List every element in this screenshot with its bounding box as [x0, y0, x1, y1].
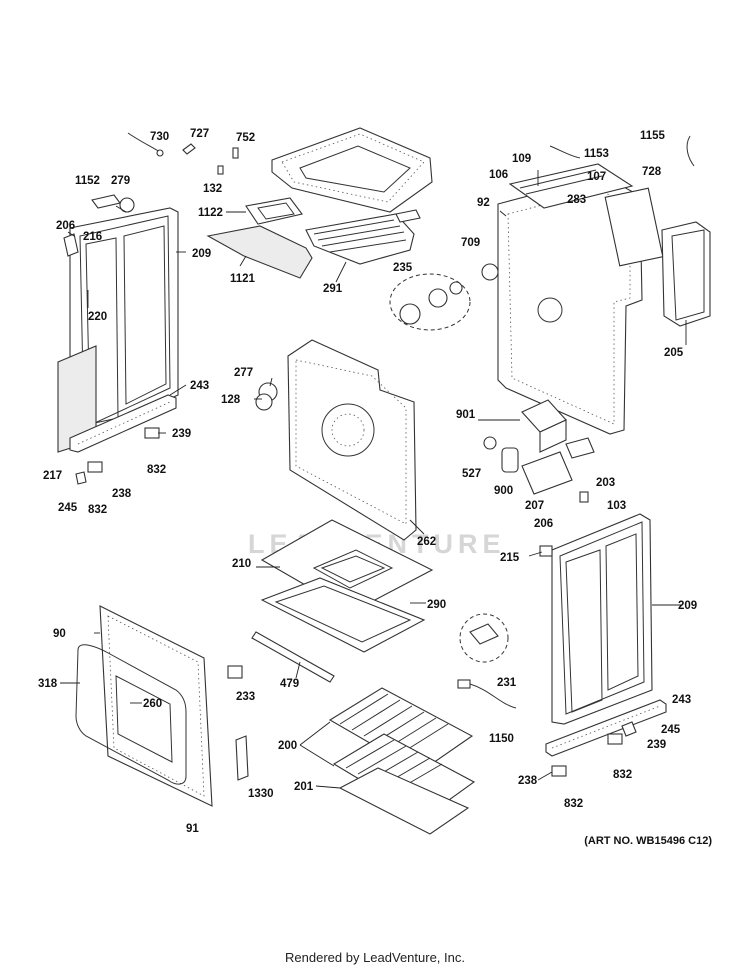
label-245-left: 245 [58, 502, 78, 514]
label-1122: 1122 [198, 207, 223, 219]
part-labels: 730 727 752 132 1152 279 206 216 209 220… [38, 128, 697, 835]
label-728: 728 [642, 166, 662, 178]
oven-door [75, 605, 249, 807]
label-727: 727 [190, 128, 209, 140]
label-1153: 1153 [584, 148, 609, 160]
label-239-right: 239 [647, 739, 666, 751]
left-bottom-rail [69, 394, 177, 485]
label-243-left: 243 [190, 380, 209, 392]
label-205: 205 [664, 347, 684, 359]
label-832-d: 832 [564, 798, 583, 810]
label-103: 103 [607, 500, 626, 512]
rear-panels [481, 135, 711, 435]
footer-credit: Rendered by LeadVenture, Inc. [285, 950, 465, 965]
label-206-left: 206 [56, 220, 75, 232]
label-238-right: 238 [518, 775, 538, 787]
label-243-right: 243 [672, 694, 691, 706]
control-parts [483, 399, 595, 503]
label-730: 730 [150, 131, 169, 143]
left-side-panel [57, 194, 179, 453]
label-200: 200 [278, 740, 297, 752]
leader-lines [60, 170, 687, 789]
light-assembly [389, 273, 471, 331]
small-parts-top [127, 132, 239, 175]
label-132: 132 [203, 183, 222, 195]
label-210: 210 [232, 558, 251, 570]
label-206-right: 206 [534, 518, 553, 530]
label-1155: 1155 [640, 130, 666, 142]
label-1152: 1152 [75, 175, 100, 187]
label-217: 217 [43, 470, 62, 482]
label-1330: 1330 [248, 788, 274, 800]
label-262: 262 [417, 536, 436, 548]
label-290: 290 [427, 599, 446, 611]
label-260: 260 [143, 698, 162, 710]
label-291: 291 [323, 283, 343, 295]
label-203: 203 [596, 477, 615, 489]
label-318: 318 [38, 678, 58, 690]
right-bottom-rail [545, 699, 667, 777]
label-109: 109 [512, 153, 531, 165]
label-233: 233 [236, 691, 255, 703]
label-207: 207 [525, 500, 544, 512]
label-527: 527 [462, 468, 481, 480]
label-220: 220 [88, 311, 107, 323]
label-832-c: 832 [613, 769, 632, 781]
oven-floor [251, 519, 434, 683]
label-238-left: 238 [112, 488, 132, 500]
label-832-a: 832 [147, 464, 166, 476]
label-107: 107 [587, 171, 606, 183]
label-231: 231 [497, 677, 517, 689]
wiring-parts [457, 613, 517, 709]
label-245-right: 245 [661, 724, 681, 736]
label-209-right: 209 [678, 600, 697, 612]
label-216: 216 [83, 231, 102, 243]
label-1121: 1121 [230, 273, 256, 285]
oven-back-panel [255, 339, 417, 541]
label-709: 709 [461, 237, 480, 249]
art-number: (ART NO. WB15496 C12) [584, 835, 712, 847]
label-900: 900 [494, 485, 513, 497]
right-side-panel [539, 513, 653, 725]
label-91: 91 [186, 823, 199, 835]
label-239-left: 239 [172, 428, 191, 440]
label-279: 279 [111, 175, 130, 187]
label-1150: 1150 [489, 733, 514, 745]
label-283: 283 [567, 194, 586, 206]
label-209-left: 209 [192, 248, 211, 260]
label-832-b: 832 [88, 504, 107, 516]
label-235: 235 [393, 262, 413, 274]
bake-element [305, 209, 421, 265]
label-92: 92 [477, 197, 490, 209]
insulation-parts [206, 197, 313, 279]
label-479: 479 [280, 678, 299, 690]
label-90: 90 [53, 628, 66, 640]
label-128: 128 [221, 394, 241, 406]
label-277: 277 [234, 367, 253, 379]
label-215: 215 [500, 552, 520, 564]
label-752: 752 [236, 132, 255, 144]
label-201: 201 [294, 781, 314, 793]
label-106: 106 [489, 169, 508, 181]
label-901: 901 [456, 409, 476, 421]
oven-racks [328, 687, 476, 835]
top-cover [271, 127, 433, 213]
